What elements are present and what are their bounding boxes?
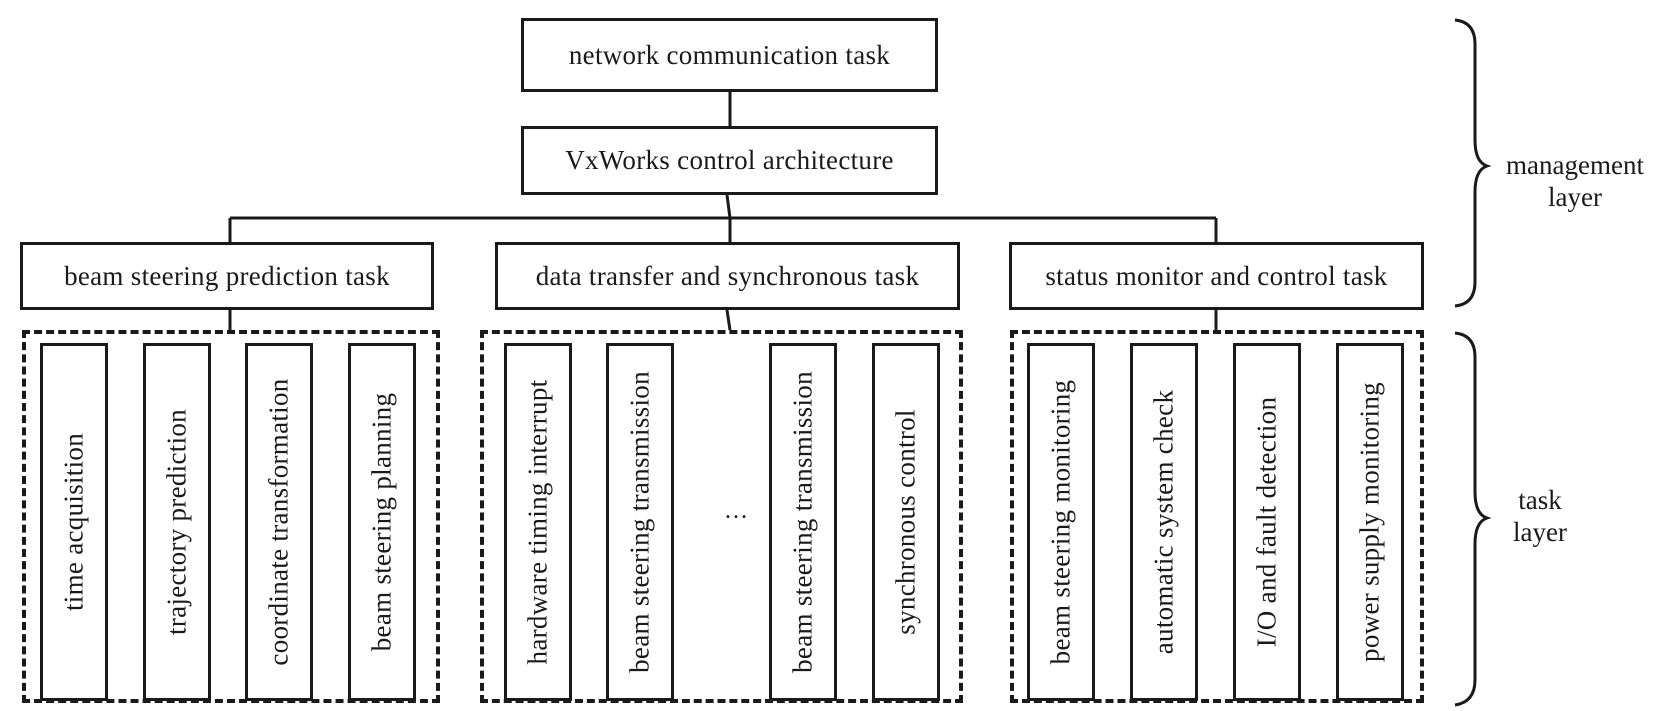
subtask-label: synchronous control (890, 409, 921, 635)
network-communication-task-box: network communication task (521, 18, 938, 92)
connector-data-transfer-group (725, 309, 732, 331)
subtask-label: trajectory prediction (161, 409, 192, 635)
data-transfer-task-label: data transfer and synchronous task (535, 260, 920, 291)
management-layer-label: management layer (1506, 150, 1644, 212)
management-layer-brace (1454, 18, 1492, 308)
subtask-label: beam steering planning (366, 392, 397, 652)
connector-vxworks-bus (725, 194, 732, 219)
subtask-label: beam steering transmission (787, 371, 818, 673)
subtask-box: time acquisition (40, 343, 108, 701)
task-layer-label: task layer (1513, 485, 1567, 547)
subtask-box: beam steering transmission (606, 343, 674, 701)
beam-steering-prediction-task-label: beam steering prediction task (64, 260, 390, 291)
ellipsis: … (724, 498, 748, 524)
subtask-label: I/O and fault detection (1251, 396, 1282, 648)
data-transfer-subtask-group (480, 330, 963, 703)
subtask-label: power supply monitoring (1354, 382, 1385, 662)
status-monitor-subtask-group (1010, 330, 1424, 703)
subtask-box: beam steering monitoring (1027, 343, 1095, 701)
task-layer-brace (1454, 331, 1492, 707)
subtask-label: beam steering transmission (624, 371, 655, 673)
subtask-box: coordinate transformation (245, 343, 313, 701)
subtask-box: beam steering planning (348, 343, 416, 701)
vxworks-control-architecture-box: VxWorks control architecture (521, 126, 938, 195)
subtask-box: I/O and fault detection (1233, 343, 1301, 701)
subtask-box: hardware timing interrupt (504, 343, 572, 701)
subtask-label: time acquisition (58, 432, 89, 612)
status-monitor-task-label: status monitor and control task (1045, 260, 1388, 291)
subtask-box: trajectory prediction (143, 343, 211, 701)
status-monitor-task-box: status monitor and control task (1009, 242, 1424, 310)
beam-steering-prediction-task-box: beam steering prediction task (20, 242, 434, 310)
subtask-label: automatic system check (1148, 389, 1179, 655)
network-communication-task-label: network communication task (568, 39, 891, 70)
subtask-box: power supply monitoring (1336, 343, 1404, 701)
subtask-box: automatic system check (1130, 343, 1198, 701)
beam-prediction-subtask-group (22, 330, 440, 703)
subtask-box: beam steering transmission (769, 343, 837, 701)
data-transfer-task-box: data transfer and synchronous task (495, 242, 960, 310)
vxworks-control-architecture-label: VxWorks control architecture (565, 145, 894, 175)
subtask-label: coordinate transformation (263, 378, 294, 666)
subtask-box: synchronous control (872, 343, 940, 701)
subtask-label: beam steering monitoring (1045, 379, 1076, 665)
subtask-label: hardware timing interrupt (522, 379, 553, 665)
